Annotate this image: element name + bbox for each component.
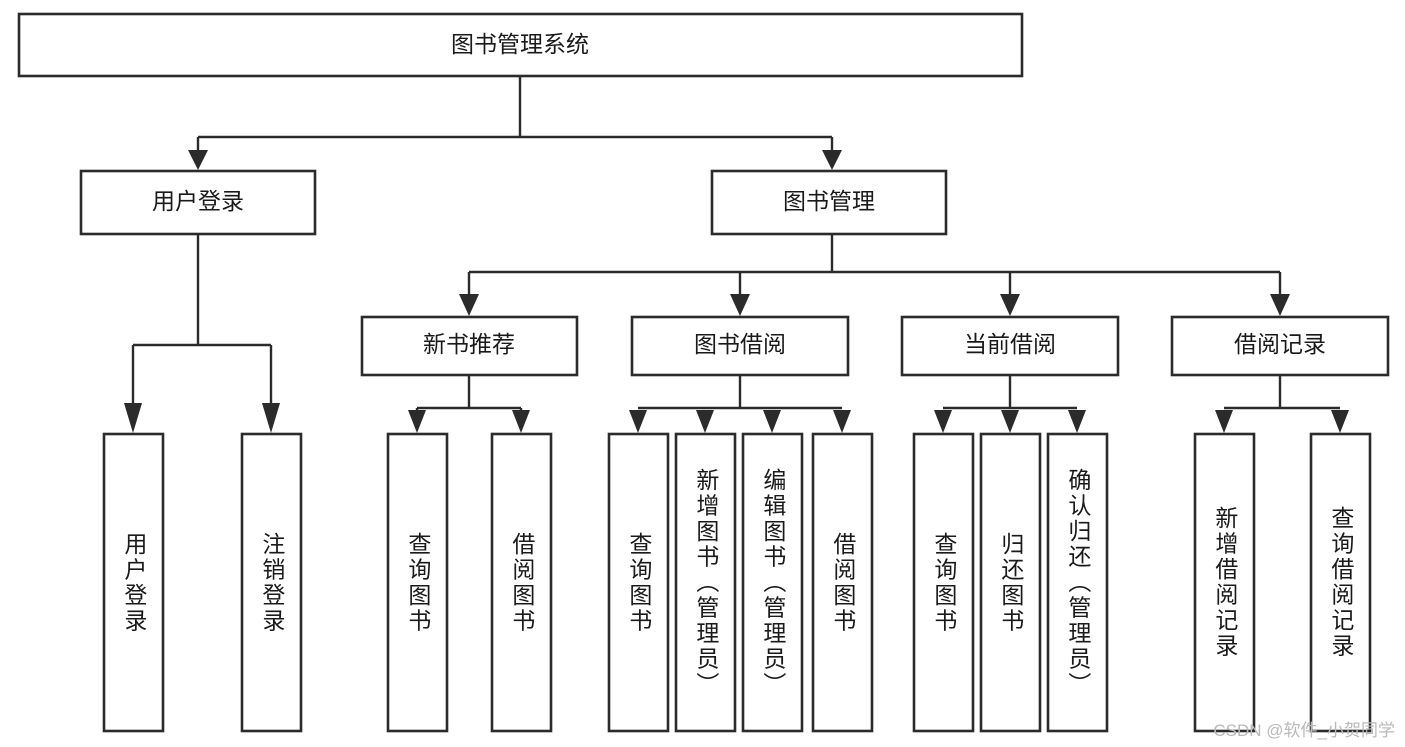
node-current-borrow-box[interactable] <box>900 315 1120 377</box>
node-borrow-record-label: 借阅记录 <box>1234 331 1326 357</box>
node-root-box[interactable] <box>17 12 1024 78</box>
arrow-head-newbook-borrow <box>512 410 530 433</box>
watermark-text: CSDN @软件_小贺同学 <box>1213 721 1395 740</box>
node-new-book-box[interactable] <box>360 315 579 377</box>
connectors-user-login-to-leaves <box>124 234 280 433</box>
arrow-head-current-borrow <box>1000 294 1020 316</box>
node-leaf-br-query-label: 查询借阅记录 <box>1327 506 1354 659</box>
node-leaf-br-add-box[interactable] <box>1193 432 1256 733</box>
node-leaf-cb-return-box[interactable] <box>979 432 1042 733</box>
arrow-head-new-book <box>459 294 479 316</box>
node-book-borrow-box[interactable] <box>630 315 850 377</box>
node-leaf-bb-add-box[interactable] <box>674 432 737 733</box>
node-leaf-nb-query-box[interactable] <box>386 432 449 733</box>
arrow-head-leaf-logout <box>262 403 280 433</box>
node-book-borrow-label: 图书借阅 <box>694 331 786 357</box>
arrow-head-currentborrow-confirm <box>1068 410 1086 433</box>
node-leaf-logout-box[interactable] <box>240 432 303 733</box>
node-book-manage-box[interactable] <box>710 169 948 236</box>
node-leaf-bb-query-box[interactable] <box>607 432 670 733</box>
connectors-root-to-level2 <box>188 77 842 170</box>
node-borrow-record-box[interactable] <box>1170 315 1390 377</box>
arrow-head-book-borrow <box>730 294 750 316</box>
connectors-borrow-record-to-leaves <box>1215 375 1349 433</box>
arrow-head-book-manage <box>822 150 842 170</box>
node-book-manage-label: 图书管理 <box>783 188 875 214</box>
node-leaf-cb-query-box[interactable] <box>912 432 975 733</box>
node-current-borrow-label: 当前借阅 <box>964 331 1056 357</box>
node-leaf-user-login-label: 用户登录 <box>120 531 147 634</box>
node-leaf-nb-borrow-label: 借阅图书 <box>508 531 535 634</box>
node-leaf-bb-edit-box[interactable] <box>741 432 804 733</box>
arrow-head-user-login <box>188 150 208 170</box>
node-leaf-bb-lend-label: 借阅图书 <box>829 531 856 634</box>
node-root-label: 图书管理系统 <box>451 31 589 57</box>
arrow-head-bookborrow-edit <box>763 410 781 433</box>
node-new-book-label: 新书推荐 <box>423 331 515 357</box>
arrow-head-bookborrow-lend <box>833 410 851 433</box>
connectors-book-borrow-to-leaves <box>629 375 851 433</box>
node-leaf-cb-confirm-label: 确认归还（管理员） <box>1064 467 1091 698</box>
arrow-head-currentborrow-query <box>934 410 952 433</box>
connectors-book-manage-to-level3 <box>459 234 1290 316</box>
node-leaf-logout-label: 注销登录 <box>258 531 285 634</box>
node-user-login-label: 用户登录 <box>152 188 244 214</box>
node-leaf-bb-add-label: 新增图书（管理员） <box>692 467 719 698</box>
arrow-head-bookborrow-query <box>629 410 647 433</box>
node-leaf-cb-return-label: 归还图书 <box>997 531 1024 634</box>
node-leaf-bb-query-label: 查询图书 <box>625 531 652 634</box>
node-leaf-nb-query-label: 查询图书 <box>404 531 431 634</box>
connectors-current-borrow-to-leaves <box>934 375 1086 433</box>
node-leaf-br-add-label: 新增借阅记录 <box>1211 506 1238 659</box>
arrow-head-borrowrecord-query <box>1331 410 1349 433</box>
node-leaf-bb-edit-label: 编辑图书（管理员） <box>759 467 786 698</box>
node-leaf-br-query-box[interactable] <box>1309 432 1372 733</box>
node-leaf-nb-borrow-box[interactable] <box>490 432 553 733</box>
arrow-head-borrowrecord-add <box>1215 410 1233 433</box>
node-leaf-cb-confirm-box[interactable] <box>1046 432 1109 733</box>
arrow-head-newbook-query <box>408 410 426 433</box>
node-leaf-bb-lend-box[interactable] <box>811 432 874 733</box>
arrow-head-leaf-user-login <box>124 403 142 433</box>
arrow-head-currentborrow-return <box>1001 410 1019 433</box>
arrow-head-bookborrow-add <box>696 410 714 433</box>
node-user-login-box[interactable] <box>79 169 317 236</box>
node-leaf-cb-query-label: 查询图书 <box>930 531 957 634</box>
node-leaf-user-login-box[interactable] <box>102 432 165 733</box>
connectors-new-book-to-leaves <box>408 375 530 433</box>
arrow-head-borrow-record <box>1270 294 1290 316</box>
